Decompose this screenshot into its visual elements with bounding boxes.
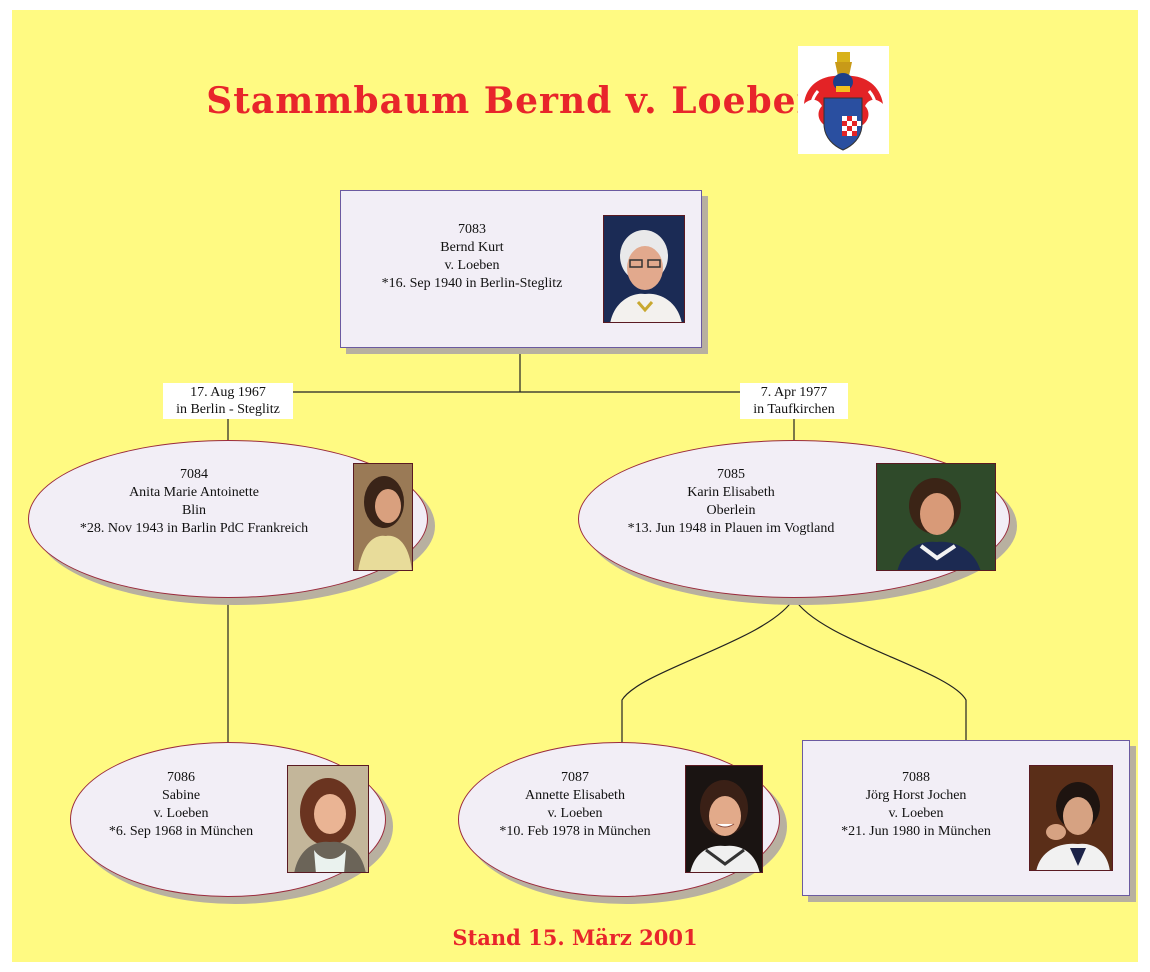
person-given-names: Jörg Horst Jochen: [865, 788, 967, 803]
person-birth: *10. Feb 1978 in München: [499, 824, 651, 839]
person-birth: *13. Jun 1948 in Plauen im Vogtland: [627, 521, 835, 536]
person-given-names: Bernd Kurt: [440, 240, 504, 255]
person-info: 7087 Annette Elisabeth v. Loeben *10. Fe…: [467, 769, 683, 841]
page-title: Stammbaum Bernd v. Loeben: [206, 80, 824, 122]
person-given-names: Sabine: [161, 788, 201, 803]
person-surname: v. Loeben: [547, 806, 603, 821]
person-birth: *21. Jun 1980 in München: [841, 824, 991, 839]
footer-date: Stand 15. März 2001: [452, 925, 698, 950]
person-id: 7084: [180, 467, 208, 482]
marriage-date: 7. Apr 1977: [760, 385, 828, 400]
person-birth: *16. Sep 1940 in Berlin-Steglitz: [381, 276, 563, 291]
person-photo-icon[interactable]: [685, 765, 763, 873]
person-id: 7087: [561, 770, 589, 785]
person-given-names: Anita Marie Antoinette: [129, 485, 259, 500]
person-id: 7086: [167, 770, 195, 785]
person-card-7084[interactable]: 7084 Anita Marie Antoinette Blin *28. No…: [28, 440, 428, 598]
marriage-label-2: 7. Apr 1977 in Taufkirchen: [740, 383, 848, 419]
person-card-7083[interactable]: 7083 Bernd Kurt v. Loeben *16. Sep 1940 …: [340, 190, 702, 348]
connector-7085-to-7088: [793, 597, 967, 742]
person-photo-icon[interactable]: [603, 215, 685, 323]
person-card-7086[interactable]: 7086 Sabine v. Loeben *6. Sep 1968 in Mü…: [70, 742, 386, 897]
connector-7085-to-7087: [621, 597, 795, 742]
person-id: 7085: [717, 467, 745, 482]
marriage-label-1: 17. Aug 1967 in Berlin - Steglitz: [163, 383, 293, 419]
person-birth: *28. Nov 1943 in Barlin PdC Frankreich: [79, 521, 309, 536]
person-birth: *6. Sep 1968 in München: [108, 824, 254, 839]
marriage-place: in Taufkirchen: [753, 402, 835, 417]
person-info: 7086 Sabine v. Loeben *6. Sep 1968 in Mü…: [83, 769, 279, 841]
person-surname: Oberlein: [706, 503, 756, 518]
person-photo-icon[interactable]: [1029, 765, 1113, 871]
person-card-7088[interactable]: 7088 Jörg Horst Jochen v. Loeben *21. Ju…: [802, 740, 1130, 896]
person-photo-icon[interactable]: [876, 463, 996, 571]
person-id: 7083: [458, 222, 486, 237]
person-given-names: Annette Elisabeth: [525, 788, 625, 803]
person-photo-icon[interactable]: [353, 463, 413, 571]
marriage-date: 17. Aug 1967: [190, 385, 266, 400]
person-photo-icon[interactable]: [287, 765, 369, 873]
person-info: 7088 Jörg Horst Jochen v. Loeben *21. Ju…: [811, 769, 1021, 841]
person-info: 7084 Anita Marie Antoinette Blin *28. No…: [39, 466, 349, 538]
person-given-names: Karin Elisabeth: [687, 485, 775, 500]
coat-of-arms-icon: [798, 46, 889, 154]
person-surname: v. Loeben: [888, 806, 944, 821]
person-surname: Blin: [181, 503, 207, 518]
person-info: 7085 Karin Elisabeth Oberlein *13. Jun 1…: [589, 466, 873, 538]
person-surname: v. Loeben: [444, 258, 500, 273]
person-card-7087[interactable]: 7087 Annette Elisabeth v. Loeben *10. Fe…: [458, 742, 780, 897]
person-card-7085[interactable]: 7085 Karin Elisabeth Oberlein *13. Jun 1…: [578, 440, 1010, 598]
person-surname: v. Loeben: [153, 806, 209, 821]
person-id: 7088: [902, 770, 930, 785]
marriage-place: in Berlin - Steglitz: [176, 402, 280, 417]
person-info: 7083 Bernd Kurt v. Loeben *16. Sep 1940 …: [347, 221, 597, 293]
